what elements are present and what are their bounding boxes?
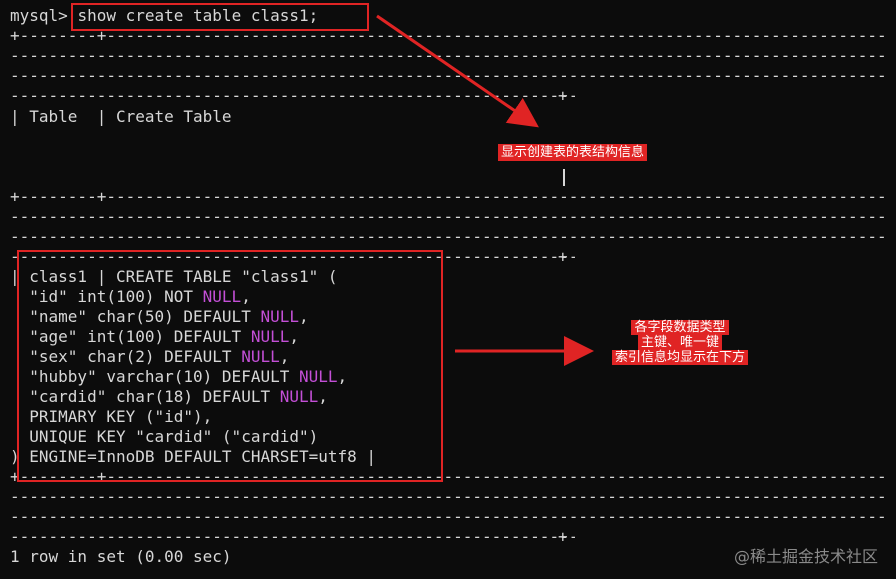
table-border-line: ----------------------------------------… xyxy=(10,507,888,526)
table-border-line: ----------------------------------------… xyxy=(10,207,888,226)
null-keyword: NULL xyxy=(298,367,338,386)
sql-line: PRIMARY KEY ("id"), xyxy=(10,407,213,426)
sql-line: ) ENGINE=InnoDB DEFAULT CHARSET=utf8 | xyxy=(10,447,377,466)
sql-highlight-box xyxy=(17,250,443,482)
table-border-corner: + xyxy=(558,247,568,266)
sql-line: "sex" char(2) DEFAULT NULL, xyxy=(10,347,290,366)
column-separator-bar xyxy=(563,169,565,186)
sql-line: "age" int(100) DEFAULT NULL, xyxy=(10,327,299,346)
null-keyword: NULL xyxy=(250,327,290,346)
table-header-row: | Table | Create Table xyxy=(10,107,232,126)
mysql-prompt: mysql> xyxy=(10,6,68,25)
sql-line: UNIQUE KEY "cardid" ("cardid") xyxy=(10,427,319,446)
table-border-line: ----------------------------------------… xyxy=(10,86,575,105)
null-keyword: NULL xyxy=(241,347,280,366)
table-border-line: ----------------------------------------… xyxy=(10,46,888,65)
table-border-line: ----------------------------------------… xyxy=(10,66,888,85)
watermark: @稀土掘金技术社区 xyxy=(733,547,878,566)
null-keyword: NULL xyxy=(279,387,319,406)
table-border-corner: + xyxy=(558,86,568,105)
sql-line: "id" int(100) NOT NULL, xyxy=(10,287,251,306)
table-border-line: ----------------------------------------… xyxy=(10,527,575,546)
table-border-line: ----------------------------------------… xyxy=(10,487,888,506)
annotation-middle-label: 各字段数据类型 主键、唯一键 索引信息均显示在下方 xyxy=(580,320,780,365)
table-border-line: ----------------------------------------… xyxy=(10,227,888,246)
table-border-line: +--------+------------------------------… xyxy=(10,187,888,206)
command-highlight-box xyxy=(71,3,369,31)
command-text: show create table class1; xyxy=(77,6,319,25)
sql-line: "cardid" char(18) DEFAULT NULL, xyxy=(10,387,328,406)
result-summary: 1 row in set (0.00 sec) xyxy=(10,547,232,566)
sql-line: "name" char(50) DEFAULT NULL, xyxy=(10,307,309,326)
sql-line: "hubby" varchar(10) DEFAULT NULL, xyxy=(10,367,348,386)
annotation-top-label: 显示创建表的表结构信息 xyxy=(498,144,648,161)
command-line: mysql> show create table class1; xyxy=(10,6,318,26)
null-keyword: NULL xyxy=(202,287,242,306)
null-keyword: NULL xyxy=(260,307,299,326)
sql-line: | class1 | CREATE TABLE "class1" ( xyxy=(10,267,338,286)
table-border-corner: + xyxy=(558,527,568,546)
